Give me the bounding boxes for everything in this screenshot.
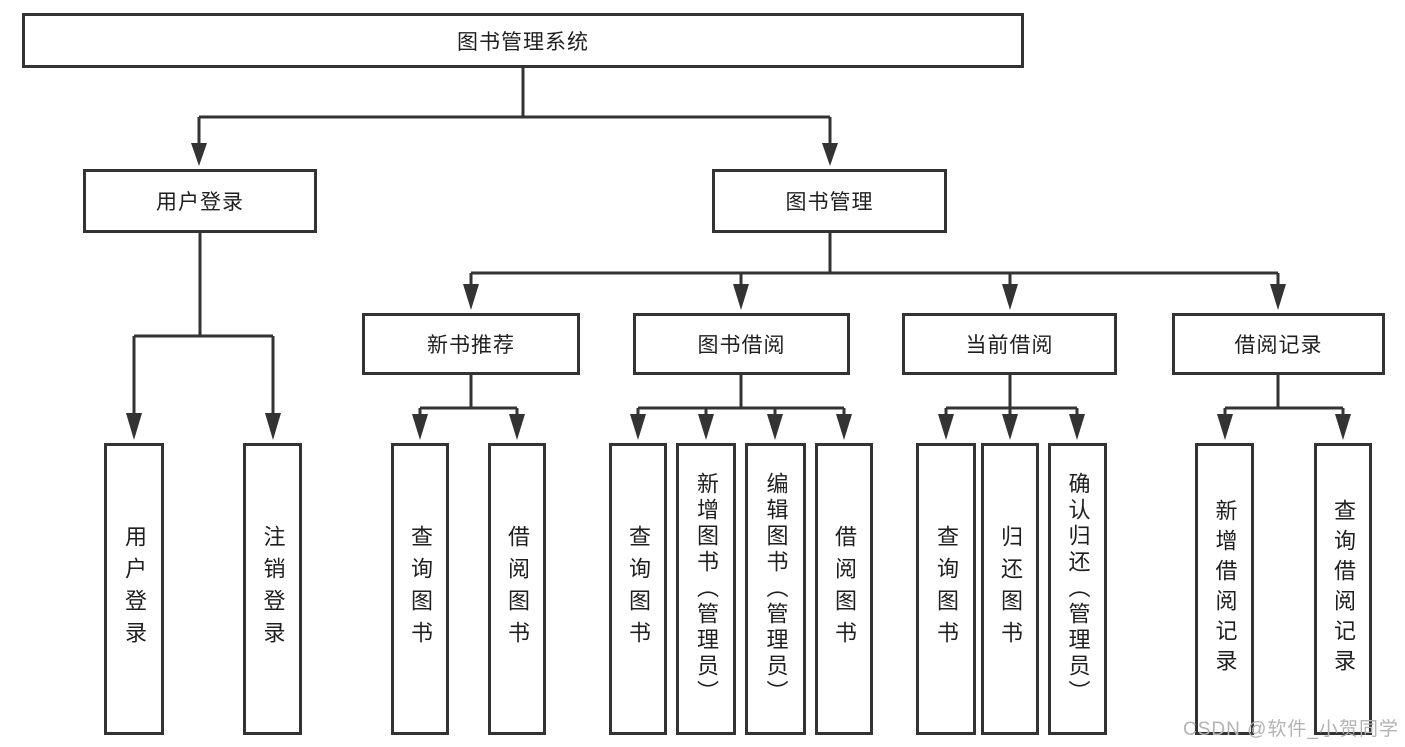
node-label: 注销登录	[260, 525, 286, 653]
node-label: 借阅图书	[505, 525, 530, 653]
leaf-user-login: 用户登录	[104, 443, 164, 735]
node-label: 用户登录	[122, 525, 147, 653]
leaf-edit-books-admin: 编辑图书（管理员）	[745, 443, 806, 735]
node-label: 图书管理	[785, 191, 874, 214]
node-label: 查询借阅记录	[1331, 499, 1356, 679]
node-book-borrow: 图书借阅	[633, 313, 850, 375]
leaf-add-books-admin: 新增图书（管理员）	[676, 443, 736, 735]
leaf-query-borrow-record: 查询借阅记录	[1314, 443, 1372, 735]
leaf-confirm-return-admin: 确认归还（管理员）	[1048, 443, 1107, 735]
csdn-watermark: CSDN @软件_小贺同学	[1183, 719, 1399, 740]
leaf-return-books: 归还图书	[981, 443, 1039, 735]
node-label: 查询图书	[934, 525, 959, 653]
node-book-management-module: 图书管理	[712, 169, 947, 233]
node-borrow-records: 借阅记录	[1172, 313, 1385, 375]
leaf-query-books-recommend: 查询图书	[391, 443, 449, 735]
leaf-logout-login: 注销登录	[243, 443, 302, 735]
leaf-borrow-books-borrow: 借阅图书	[815, 443, 873, 735]
node-label: 图书管理系统	[457, 30, 589, 54]
node-new-book-recommend: 新书推荐	[362, 313, 580, 375]
node-root-system: 图书管理系统	[22, 13, 1024, 68]
leaf-add-borrow-record: 新增借阅记录	[1195, 443, 1254, 735]
node-current-borrow: 当前借阅	[902, 313, 1117, 375]
node-label: 用户登录	[156, 191, 244, 214]
leaf-borrow-books-recommend: 借阅图书	[488, 443, 546, 735]
node-label: 编辑图书（管理员）	[763, 472, 789, 706]
node-label: 新书推荐	[427, 334, 515, 357]
leaf-query-books-current: 查询图书	[916, 443, 976, 735]
node-label: 新增图书（管理员）	[694, 472, 719, 706]
node-label: 查询图书	[626, 525, 651, 653]
node-label: 查询图书	[408, 525, 433, 653]
node-label: 借阅记录	[1234, 334, 1323, 357]
node-label: 当前借阅	[965, 334, 1054, 357]
node-label: 确认归还（管理员）	[1065, 472, 1091, 706]
node-label: 新增借阅记录	[1212, 499, 1238, 679]
node-user-login-module: 用户登录	[83, 169, 317, 233]
node-label: 借阅图书	[832, 525, 857, 653]
node-label: 归还图书	[998, 525, 1023, 653]
node-label: 图书借阅	[697, 334, 786, 357]
leaf-query-books-borrow: 查询图书	[609, 443, 667, 735]
